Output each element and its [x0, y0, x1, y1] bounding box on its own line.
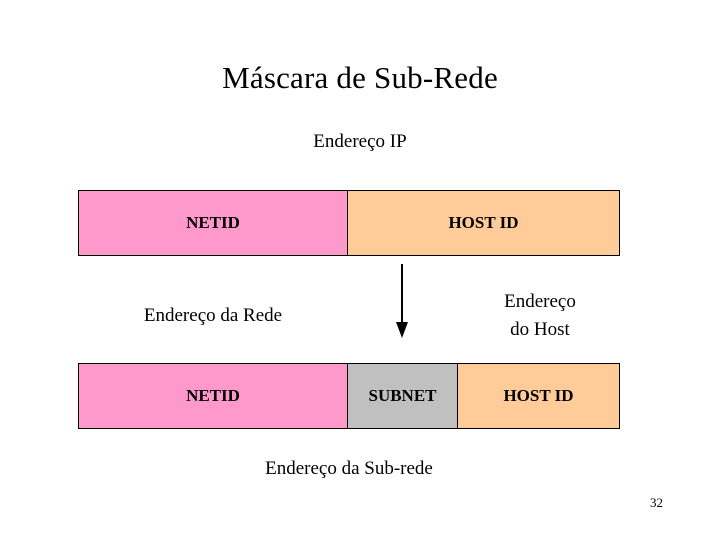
host-address-label: Endereço do Host — [466, 288, 614, 344]
host-address-line2: do Host — [510, 319, 570, 340]
network-address-label: Endereço da Rede — [143, 305, 283, 326]
down-arrow-icon — [396, 264, 408, 338]
hostid-segment-bottom: HOST ID — [458, 364, 619, 428]
host-address-line1: Endereço — [504, 291, 576, 312]
subnet-address-bar: NETID SUBNET HOST ID — [78, 363, 620, 429]
subnet-address-label: Endereço da Sub-rede — [265, 458, 433, 479]
subnet-segment: SUBNET — [348, 364, 458, 428]
page-number: 32 — [650, 495, 663, 510]
netid-segment-bottom: NETID — [79, 364, 348, 428]
hostid-segment-top: HOST ID — [348, 191, 619, 255]
page-title: Máscara de Sub-Rede — [222, 60, 498, 95]
ip-address-label: Endereço IP — [313, 131, 407, 152]
netid-segment-top: NETID — [79, 191, 348, 255]
ip-address-bar: NETID HOST ID — [78, 190, 620, 256]
